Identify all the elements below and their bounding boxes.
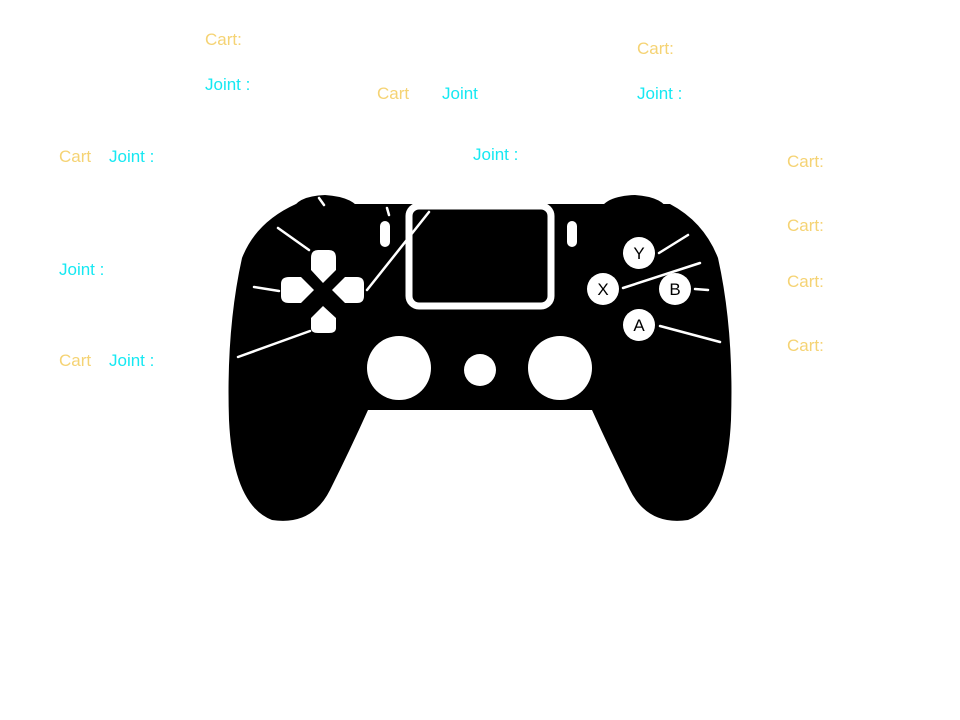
l1-joint-label: Joint : <box>109 147 155 166</box>
a-button[interactable] <box>623 309 655 341</box>
leader-dpad-left <box>252 285 281 293</box>
y-button[interactable] <box>623 237 655 269</box>
home-button[interactable] <box>464 354 496 386</box>
b-button-label: B <box>669 280 680 299</box>
b-button[interactable] <box>659 273 691 305</box>
leader-lstick <box>236 329 312 359</box>
b-cart-label: Cart: <box>787 272 824 291</box>
l2-cart-label: Cart: <box>205 30 242 49</box>
touchpad-joint-label: Joint : <box>473 145 519 164</box>
dpad-down <box>311 306 336 333</box>
lstick-cart-label: Cart <box>59 351 92 370</box>
lstick-joint-label: Joint : <box>109 351 155 370</box>
leader-lines <box>236 196 722 359</box>
a-button-label: A <box>633 316 645 335</box>
dpad-right <box>332 277 364 303</box>
leader-b <box>693 287 710 292</box>
x-button-label: X <box>597 280 608 299</box>
r1-cart-label: Cart: <box>787 152 824 171</box>
r2-joint-label: Joint : <box>637 84 683 103</box>
right-stick[interactable] <box>528 336 592 400</box>
l2-joint-label: Joint : <box>205 75 251 94</box>
a-cart-label: Cart: <box>787 336 824 355</box>
share-joint-label: Joint <box>442 84 478 103</box>
share-cart-label: Cart <box>377 84 410 103</box>
r2-cart-label: Cart: <box>637 39 674 58</box>
face-buttons: Y X B A <box>587 237 691 341</box>
x-button[interactable] <box>587 273 619 305</box>
leader-y <box>657 233 690 255</box>
leader-l1 <box>276 226 311 252</box>
share-button[interactable] <box>380 221 390 247</box>
touchpad[interactable] <box>405 202 555 310</box>
y-cart-label: Cart: <box>787 216 824 235</box>
leader-x <box>621 261 702 290</box>
leader-a <box>658 324 722 344</box>
y-button-label: Y <box>633 244 644 263</box>
leader-dpad-right <box>365 210 431 292</box>
dpad[interactable] <box>281 250 364 333</box>
dpad-left <box>281 277 314 303</box>
l1-cart-label: Cart <box>59 147 92 166</box>
dpad-joint-label: Joint : <box>59 260 105 279</box>
dpad-up <box>311 250 336 283</box>
leader-share <box>385 206 391 217</box>
left-stick[interactable] <box>367 336 431 400</box>
leader-l2 <box>317 196 326 207</box>
options-button[interactable] <box>567 221 577 247</box>
